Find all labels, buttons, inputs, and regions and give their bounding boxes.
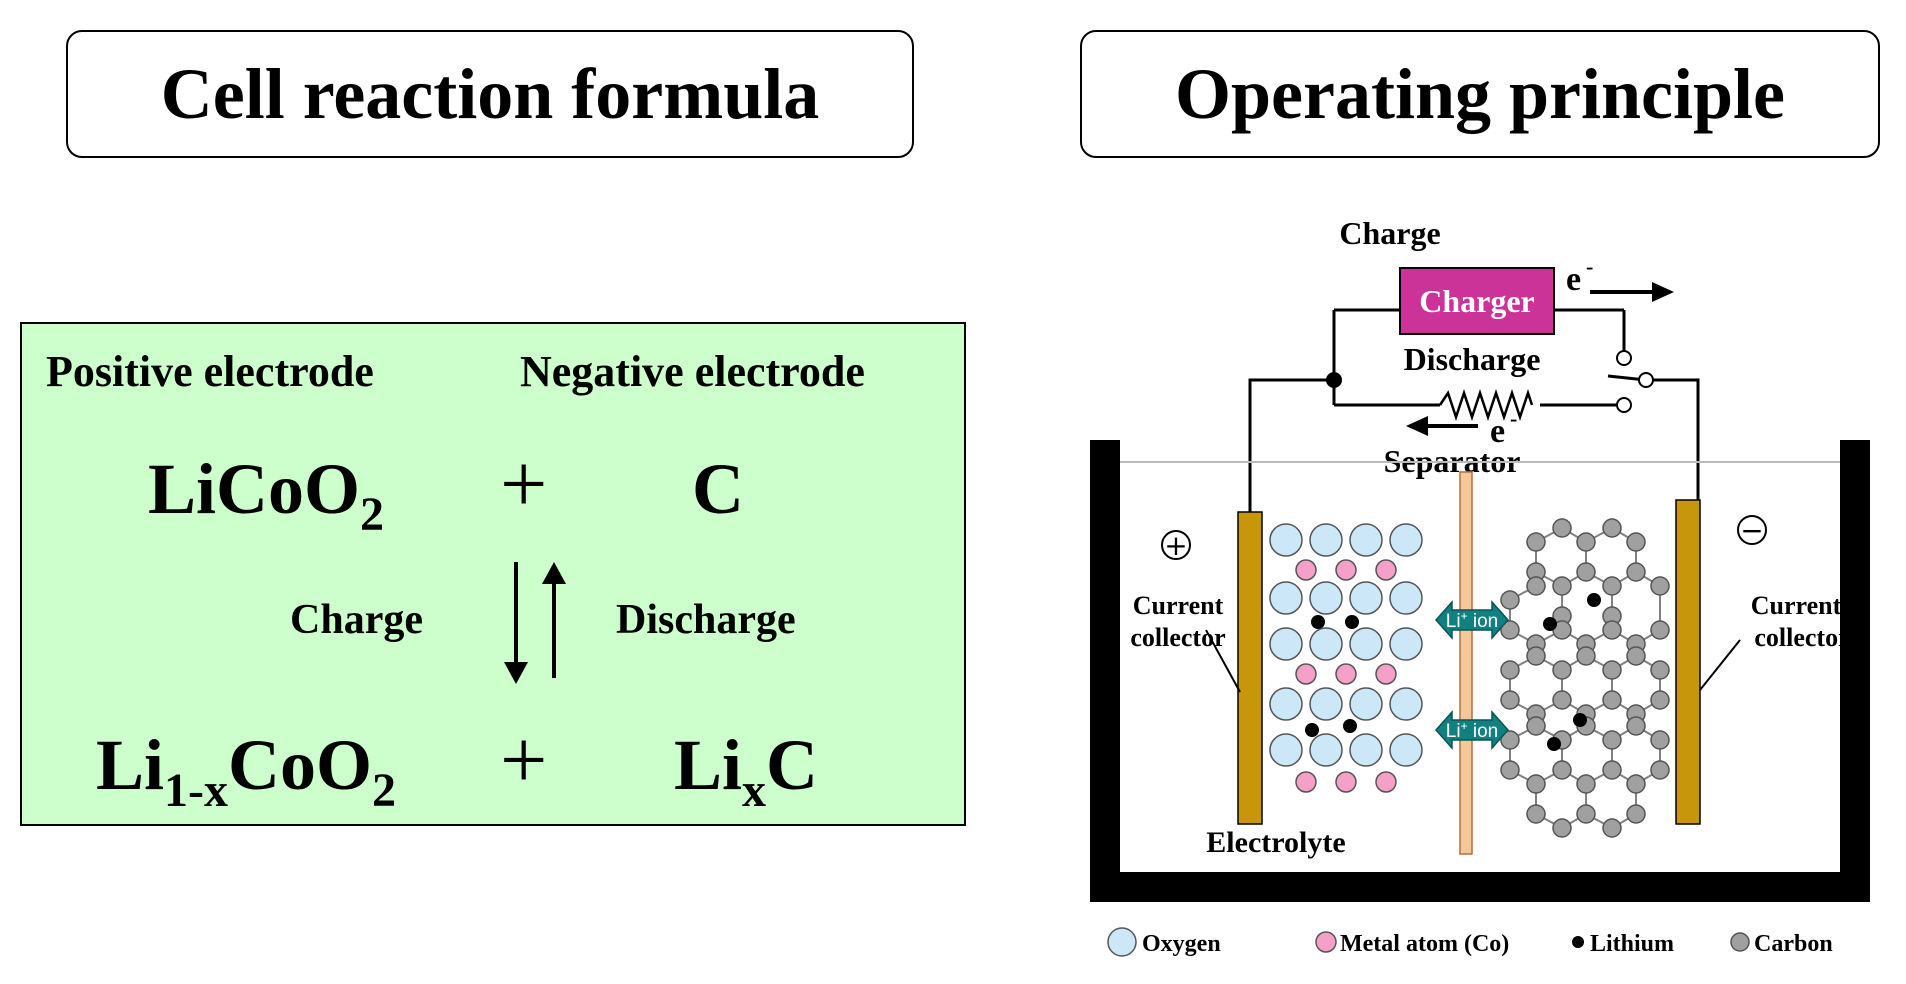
lithium-atom xyxy=(1573,713,1587,727)
legend-carbon-icon xyxy=(1730,932,1750,952)
oxygen-atom xyxy=(1269,733,1303,767)
current-collector-left-line2: collector xyxy=(1130,623,1225,652)
charger-label: Charger xyxy=(1419,283,1535,319)
reactant-negative: C xyxy=(692,449,744,529)
legend-oxygen-icon xyxy=(1107,927,1137,957)
legend-metal-icon xyxy=(1315,931,1337,953)
svg-text:Li+ ion: Li+ ion xyxy=(1446,609,1498,632)
lithium-atom xyxy=(1547,737,1561,751)
formula-panel: Positive electrode Negative electrode Li… xyxy=(20,322,966,826)
legend-lithium-icon xyxy=(1572,936,1584,948)
oxygen-atom xyxy=(1389,687,1423,721)
oxygen-atom xyxy=(1309,627,1343,661)
collector-pointer-right xyxy=(1699,639,1741,691)
negative-sign: − xyxy=(1740,514,1763,547)
svg-text:Li+ ion: Li+ ion xyxy=(1446,719,1498,742)
positive-current-collector xyxy=(1237,511,1263,825)
oxygen-atom xyxy=(1389,581,1423,615)
lithium-atom xyxy=(1587,593,1601,607)
metal-atom xyxy=(1375,663,1397,685)
legend-oxygen-label: Oxygen xyxy=(1142,931,1221,957)
plus-sign-bottom: + xyxy=(500,714,548,807)
charge-label: Charge xyxy=(1339,215,1440,251)
metal-atom xyxy=(1295,771,1317,793)
oxygen-atom xyxy=(1269,687,1303,721)
metal-atom xyxy=(1295,663,1317,685)
legend: Oxygen Metal atom (Co) Lithium Carbon xyxy=(1107,927,1833,957)
electrolyte-label: Electrolyte xyxy=(1206,826,1345,859)
electron-label-bottom: e xyxy=(1490,413,1505,450)
separator xyxy=(1459,471,1473,855)
lithium-atom xyxy=(1345,615,1359,629)
wire-junction xyxy=(1326,372,1342,388)
positive-lithium-atoms xyxy=(1305,615,1359,737)
oxygen-atom xyxy=(1269,523,1303,557)
charge-arrowhead-icon xyxy=(1652,282,1674,302)
oxygen-atom xyxy=(1389,733,1423,767)
lithium-atom xyxy=(1305,723,1319,737)
li-ion-arrow-upper: Li+ ion xyxy=(1434,600,1510,640)
oxygen-atom xyxy=(1309,523,1343,557)
lithium-atom xyxy=(1311,615,1325,629)
switch-pivot xyxy=(1638,372,1654,388)
switch-contact-discharge xyxy=(1616,397,1632,413)
load-resistor-icon xyxy=(1438,389,1534,421)
operating-principle-title: Operating principle xyxy=(1080,30,1880,158)
negative-lithium-atoms xyxy=(1543,593,1601,751)
oxygen-atom xyxy=(1349,687,1383,721)
product-positive: Li1-xCoO2 xyxy=(96,725,397,817)
lithium-atom xyxy=(1543,617,1557,631)
oxygen-atom xyxy=(1349,627,1383,661)
current-collector-right-line1: Current xyxy=(1751,591,1842,620)
charge-direction-label: Charge xyxy=(290,597,423,643)
discharge-label: Discharge xyxy=(1404,341,1541,377)
negative-electrode-label: Negative electrode xyxy=(520,347,865,396)
collector-pointer-left xyxy=(1205,629,1241,693)
legend-lithium-label: Lithium xyxy=(1590,931,1674,957)
graphite-carbon-atoms xyxy=(1500,518,1670,838)
negative-terminal-icon xyxy=(1737,515,1767,545)
discharge-direction-label: Discharge xyxy=(616,597,796,643)
metal-atom xyxy=(1335,663,1357,685)
electron-label-top: e xyxy=(1566,261,1581,298)
positive-sign: + xyxy=(1164,529,1187,562)
oxygen-atom xyxy=(1389,523,1423,557)
negative-current-collector xyxy=(1675,499,1701,825)
charger-box xyxy=(1399,267,1555,335)
positive-terminal-icon xyxy=(1161,530,1191,560)
oxygen-atom xyxy=(1349,581,1383,615)
oxygen-atom xyxy=(1309,733,1343,767)
li-ion-arrow-lower: Li+ ion xyxy=(1434,710,1510,750)
reactant-positive: LiCoO2 xyxy=(148,449,385,541)
positive-lattice xyxy=(1269,523,1423,793)
oxygen-atom xyxy=(1269,627,1303,661)
positive-electrode-label: Positive electrode xyxy=(46,347,374,396)
equilibrium-arrows xyxy=(504,562,566,684)
legend-carbon-label: Carbon xyxy=(1754,931,1833,957)
metal-atom xyxy=(1335,559,1357,581)
cell-reaction-title: Cell reaction formula xyxy=(66,30,914,158)
discharge-arrowhead-icon xyxy=(1406,416,1428,436)
oxygen-atom xyxy=(1309,581,1343,615)
electron-sup-top: - xyxy=(1586,254,1593,279)
oxygen-atom xyxy=(1349,523,1383,557)
switch-contact-charge xyxy=(1616,350,1632,366)
metal-atom xyxy=(1335,771,1357,793)
metal-atom xyxy=(1295,559,1317,581)
plus-sign-top: + xyxy=(500,438,548,531)
oxygen-atom xyxy=(1349,733,1383,767)
current-collector-right-line2: collector xyxy=(1754,623,1849,652)
operating-principle-diagram: Charge Charger e - Discharge e - Separat… xyxy=(1090,215,1870,957)
oxygen-atom xyxy=(1309,687,1343,721)
lithium-atom xyxy=(1343,719,1357,733)
oxygen-atom xyxy=(1269,581,1303,615)
oxygen-atom xyxy=(1389,627,1423,661)
electron-sup-bottom: - xyxy=(1510,406,1517,431)
legend-metal-label: Metal atom (Co) xyxy=(1340,931,1509,957)
product-negative: LixC xyxy=(674,725,819,817)
current-collector-left-line1: Current xyxy=(1133,591,1224,620)
metal-atom xyxy=(1375,559,1397,581)
metal-atom xyxy=(1375,771,1397,793)
